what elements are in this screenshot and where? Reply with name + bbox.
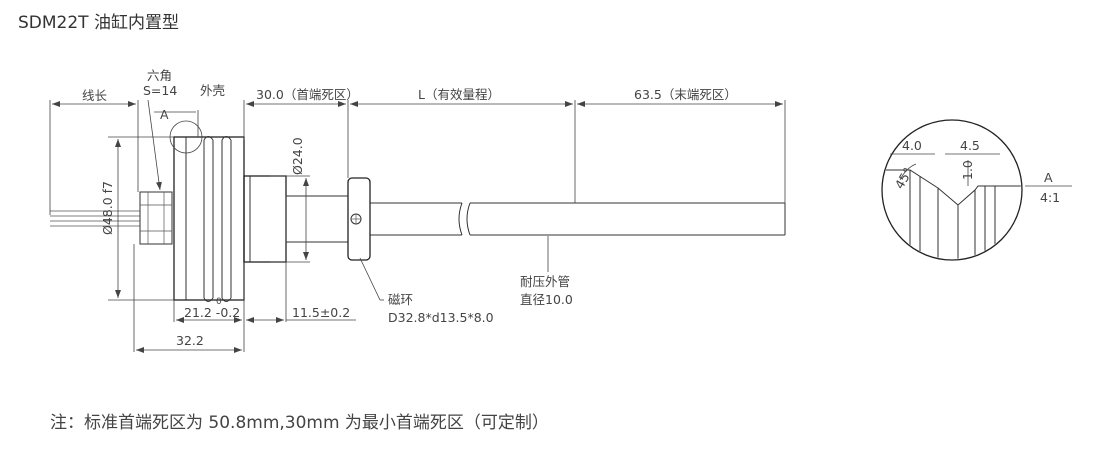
hex-leader — [147, 99, 162, 191]
cable-length-label: 线长 — [82, 88, 108, 103]
dim-11-5-label: 11.5±0.2 — [292, 305, 350, 320]
detail-ref-label: A — [160, 107, 169, 122]
cable — [50, 210, 140, 227]
bottom-dimensions — [133, 244, 356, 353]
top-dimensions — [49, 100, 786, 215]
housing-label: 外壳 — [200, 83, 225, 98]
footnote: 注：标准首端死区为 50.8mm,30mm 为最小首端死区（可定制） — [50, 413, 549, 433]
null-zone-label: 30.0（首端死区） — [256, 87, 359, 102]
magnet-name-label: 磁环 — [388, 292, 413, 307]
dead-zone-label: 63.5（末端死区） — [634, 87, 737, 102]
detail-4-5-label: 4.5 — [960, 138, 980, 153]
dim-21-2-label: 21.2 -0.2 — [184, 305, 240, 320]
dia48-label: Ø48.0 f7 — [100, 181, 115, 235]
hex-label-line2: S=14 — [143, 83, 177, 98]
tube-label-line1: 耐压外管 — [520, 274, 570, 289]
detail-4-0-label: 4.0 — [902, 138, 922, 153]
detail-45-label: 45° — [892, 165, 916, 192]
magnet-leader — [359, 257, 384, 301]
hex-nut — [139, 191, 173, 245]
pressure-tube — [370, 202, 786, 236]
hex-label-line1: 六角 — [147, 68, 172, 83]
magnet-ring — [347, 177, 371, 261]
stroke-label: L（有效量程） — [418, 87, 500, 102]
threaded-boss — [243, 175, 349, 263]
detail-1-0-label: 1.0 — [960, 160, 975, 180]
dimension-dia24 — [270, 175, 310, 263]
tube-label-line2: 直径10.0 — [520, 292, 573, 307]
housing-flange — [173, 136, 245, 302]
page-title: SDM22T 油缸内置型 — [18, 13, 179, 33]
dim-32-2-label: 32.2 — [176, 333, 204, 348]
detail-a-title: A — [1044, 170, 1053, 185]
technical-drawing: 六角 S=14 外壳 线长 A Ø48.0 f7 Ø24.0 30.0（首端死区… — [49, 68, 1072, 353]
detail-scale-label: 4:1 — [1040, 190, 1060, 205]
magnet-spec-label: D32.8*d13.5*8.0 — [388, 310, 494, 325]
dia24-label: Ø24.0 — [290, 137, 305, 175]
dim-21-2-tolerance: 0 — [216, 297, 222, 307]
left-dimension-dia48 — [108, 136, 174, 301]
